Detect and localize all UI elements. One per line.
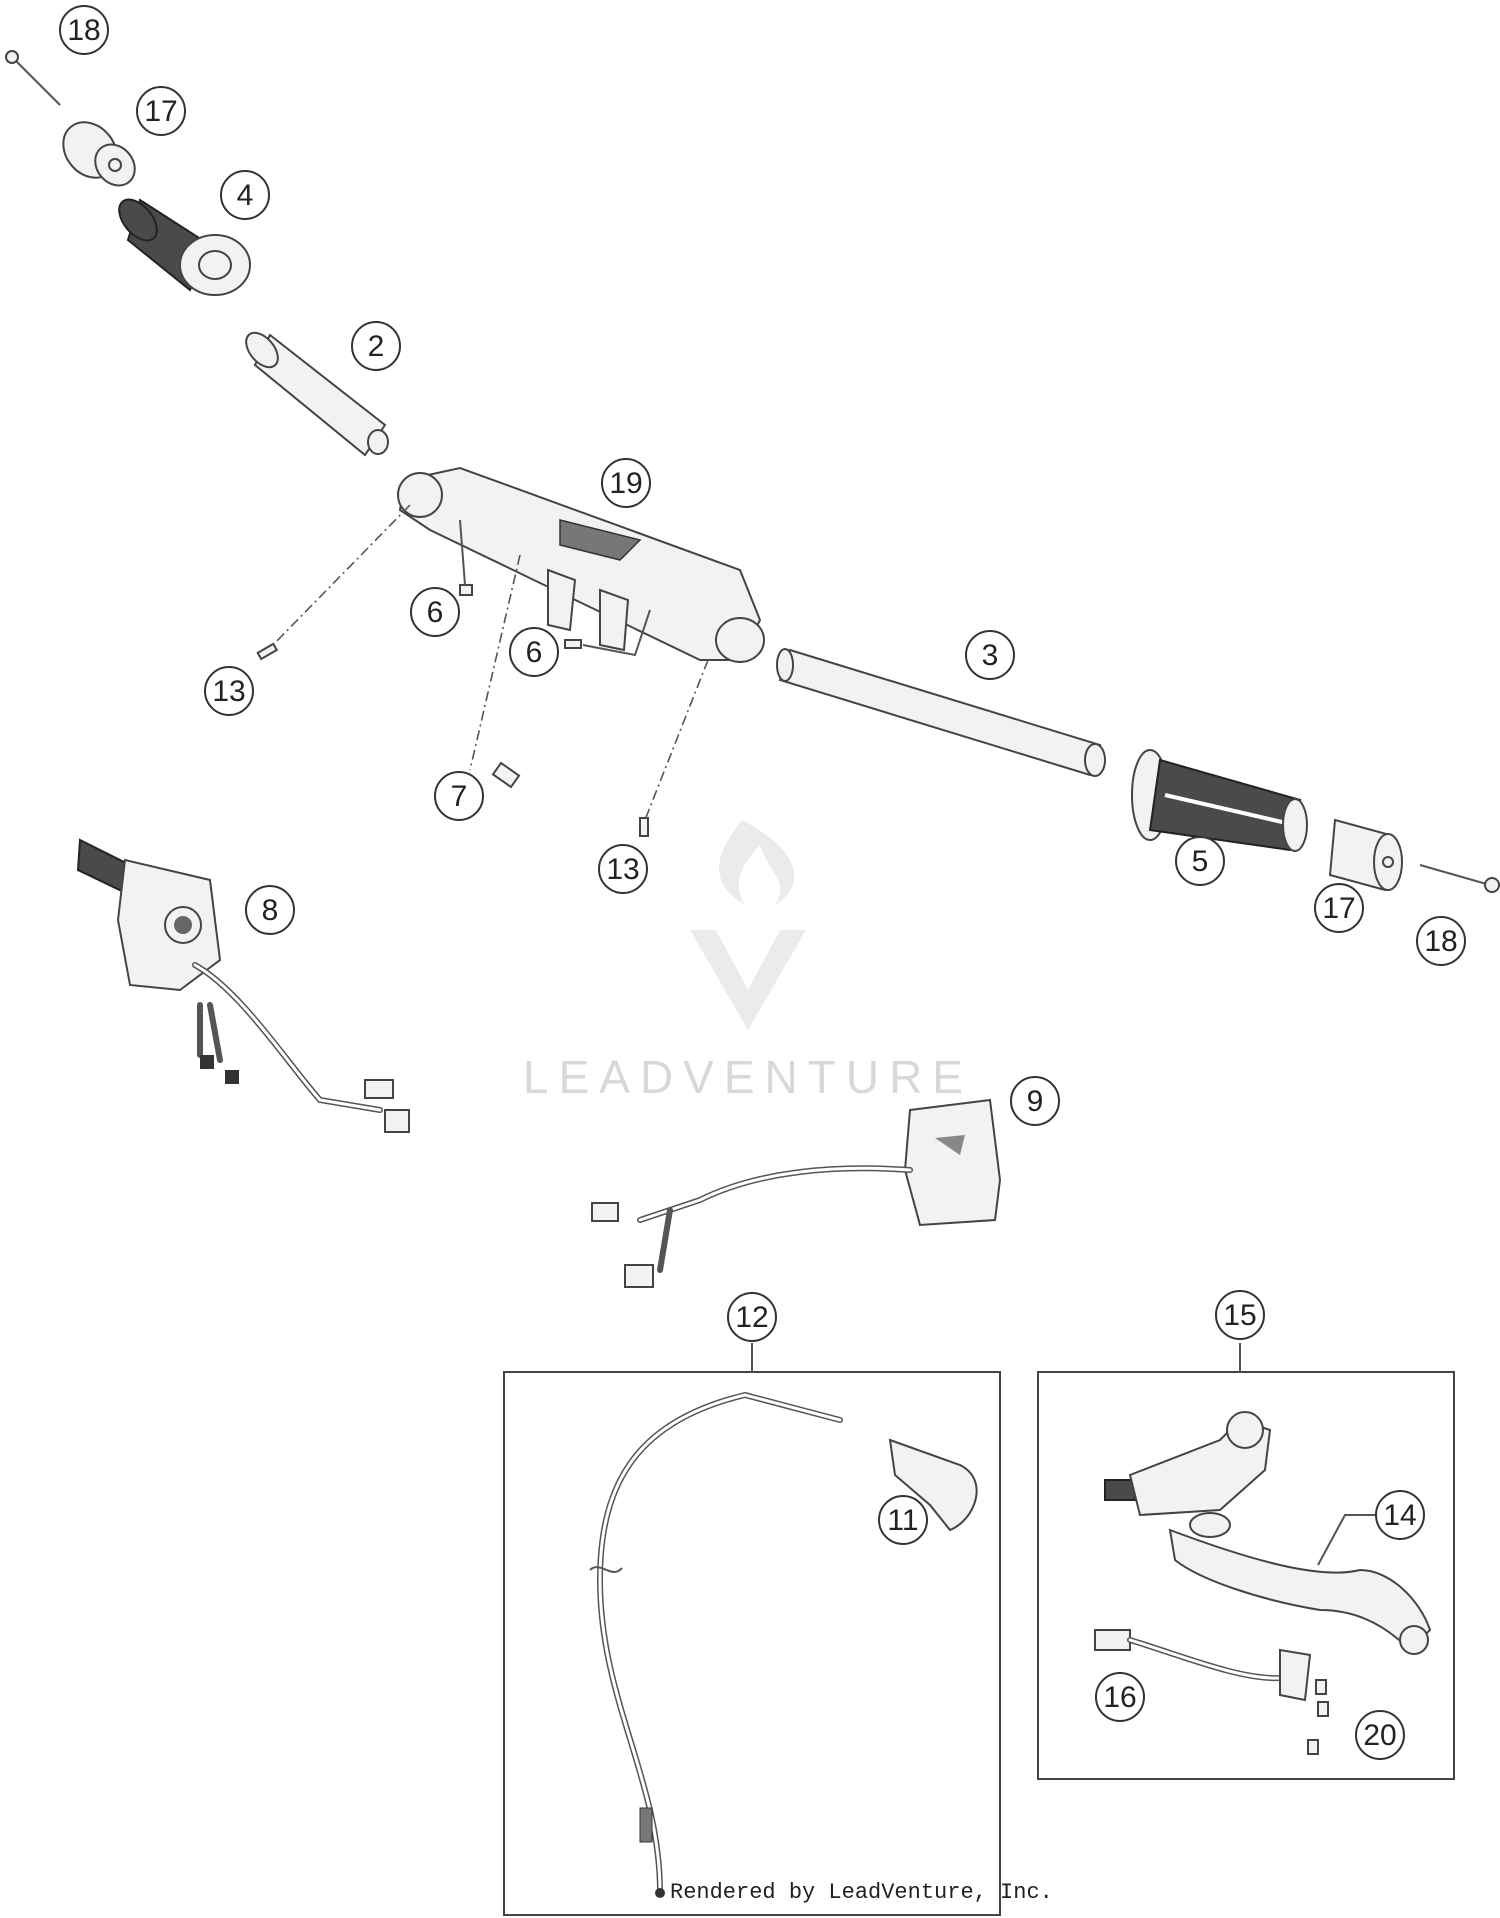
callout[interactable]: 13 (204, 666, 254, 716)
callout-label: 15 (1223, 1299, 1256, 1332)
bar-end-weight-left (62, 121, 136, 187)
throttle-grip (118, 198, 251, 296)
callout-label: 17 (144, 95, 177, 128)
callout[interactable]: 12 (727, 1292, 777, 1342)
callout-label: 5 (1192, 845, 1209, 878)
callout[interactable]: 18 (1416, 916, 1466, 966)
callout[interactable]: 13 (598, 844, 648, 894)
left-switch-assembly (76, 838, 410, 1133)
bar-end-weight-right (1328, 818, 1403, 892)
leader-line (644, 659, 709, 821)
callout-label: 9 (1027, 1085, 1044, 1118)
throttle-cable (589, 1391, 978, 1898)
bar-end-bolt-left (5, 50, 61, 106)
callout-label: 13 (212, 675, 245, 708)
callout-label: 12 (735, 1301, 768, 1334)
watermark-text: LEADVENTURE (523, 1051, 973, 1103)
callout-label: 11 (887, 1504, 918, 1537)
callout-label: 8 (262, 894, 279, 927)
leader-line (1317, 1514, 1385, 1566)
callout-label: 6 (526, 636, 543, 669)
screws (256, 584, 649, 837)
credit-text: Rendered by LeadVenture, Inc. (670, 1880, 1053, 1905)
callout[interactable]: 16 (1095, 1672, 1145, 1722)
clutch-lever-group-box (1037, 1371, 1455, 1780)
leader-line (269, 504, 411, 649)
callout-label: 16 (1103, 1681, 1136, 1714)
callout[interactable]: 3 (965, 630, 1015, 680)
handlebar-tube-right (776, 648, 1106, 777)
callout[interactable]: 19 (601, 458, 651, 508)
callout[interactable]: 20 (1355, 1710, 1405, 1760)
callout-label: 18 (67, 14, 100, 47)
callout-label: 4 (237, 179, 254, 212)
callout-label: 17 (1322, 892, 1355, 925)
callout-label: 20 (1363, 1719, 1396, 1752)
callout-label: 18 (1424, 925, 1457, 958)
watermark-logo-icon (690, 820, 806, 1030)
grip-right (1131, 749, 1308, 852)
callout[interactable]: 14 (1375, 1490, 1425, 1540)
handlebar-clamp (397, 466, 765, 663)
callout-label: 14 (1383, 1499, 1416, 1532)
callout[interactable]: 11 (878, 1495, 928, 1545)
leader-line (469, 554, 521, 771)
callout[interactable]: 17 (136, 86, 186, 136)
callout[interactable]: 8 (245, 885, 295, 935)
callout[interactable]: 5 (1175, 836, 1225, 886)
callout-label: 3 (982, 639, 999, 672)
callout[interactable]: 4 (220, 170, 270, 220)
callout[interactable]: 17 (1314, 883, 1364, 933)
throttle-tube (245, 331, 389, 457)
callout[interactable]: 7 (434, 771, 484, 821)
callout[interactable]: 6 (509, 627, 559, 677)
callout-label: 2 (368, 330, 385, 363)
callout[interactable]: 18 (59, 5, 109, 55)
clutch-lever-assembly (1094, 1411, 1432, 1755)
leader-line (582, 609, 651, 657)
callout[interactable]: 6 (410, 587, 460, 637)
callout[interactable]: 15 (1215, 1290, 1265, 1340)
callout-label: 19 (609, 467, 642, 500)
leader-line (459, 519, 466, 586)
callout[interactable]: 2 (351, 321, 401, 371)
right-switch-assembly (591, 1098, 1002, 1288)
callout-label: 13 (606, 853, 639, 886)
callout-label: 7 (451, 780, 468, 813)
callout[interactable]: 9 (1010, 1076, 1060, 1126)
bar-end-bolt-right (1419, 864, 1500, 893)
callout-label: 6 (427, 596, 444, 629)
